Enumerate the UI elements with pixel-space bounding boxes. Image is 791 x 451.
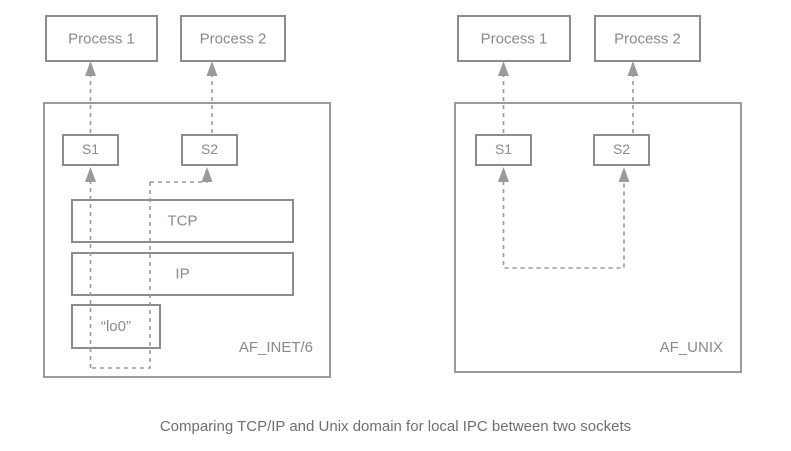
socket-box-s2: S2	[181, 134, 238, 166]
process-1-label: Process 1	[68, 30, 135, 47]
af-unix-panel-label: AF_UNIX	[660, 339, 723, 356]
layer-tcp-label: TCP	[168, 212, 198, 229]
flow-s2-to-process2	[627, 61, 639, 133]
socket-s1-rect	[62, 134, 119, 166]
arrow-up-icon	[618, 167, 630, 182]
process-box-2: Process 2	[594, 15, 701, 62]
flow-s2-to-process2	[206, 61, 218, 133]
arrow-up-icon	[498, 61, 509, 76]
socket-box-s1: S1	[62, 134, 119, 166]
layer-tcp-rect	[71, 199, 294, 243]
socket-s2-label: S2	[201, 141, 218, 157]
arrow-up-icon	[498, 167, 509, 182]
process-2-rect	[180, 15, 286, 62]
socket-s2-rect	[593, 134, 650, 166]
socket-s1-label: S1	[82, 141, 99, 157]
process-2-label: Process 2	[200, 30, 267, 47]
flow-s1-to-process1	[85, 61, 96, 133]
layer-box-lo0: “lo0”	[71, 304, 161, 349]
process-box-1: Process 1	[457, 15, 571, 62]
process-box-1: Process 1	[45, 15, 158, 62]
socket-s2-label: S2	[613, 141, 630, 157]
process-2-label: Process 2	[614, 30, 681, 47]
flow-s2-to-s1-line	[502, 181, 625, 269]
flow-loopback-bottom-line	[90, 182, 151, 369]
socket-box-s1: S1	[475, 134, 532, 166]
arrow-up-icon	[627, 61, 639, 76]
socket-s1-rect	[475, 134, 532, 166]
panel-af-unix: Process 1 Process 2 AF_UNIX S1 S2	[454, 15, 742, 373]
arrow-up-icon	[85, 167, 96, 182]
socket-s1-label: S1	[495, 141, 512, 157]
socket-box-s2: S2	[593, 134, 650, 166]
layer-lo0-label: “lo0”	[101, 318, 131, 335]
flow-s2-to-s1-direct	[498, 167, 630, 269]
process-2-rect	[594, 15, 701, 62]
arrow-up-icon	[206, 61, 218, 76]
process-box-2: Process 2	[180, 15, 286, 62]
layer-ip-rect	[71, 252, 294, 296]
socket-s2-rect	[181, 134, 238, 166]
layer-lo0-rect	[71, 304, 161, 349]
layer-ip-label: IP	[175, 265, 189, 282]
layer-box-ip: IP	[71, 252, 294, 296]
af-inet-panel-label: AF_INET/6	[239, 339, 313, 356]
process-1-rect	[45, 15, 158, 62]
process-1-rect	[457, 15, 571, 62]
process-1-label: Process 1	[481, 30, 548, 47]
figure-caption: Comparing TCP/IP and Unix domain for loc…	[160, 418, 631, 435]
arrow-up-icon	[201, 167, 213, 182]
flow-s1-to-process1	[498, 61, 509, 133]
flow-loopback-bottom	[90, 182, 151, 369]
flow-tcp-to-s2	[150, 167, 213, 183]
arrow-up-icon	[85, 61, 96, 76]
panel-af-inet: Process 1 Process 2 AF_INET/6 S1 S2 TCP …	[43, 15, 331, 378]
flow-loopback-to-s1	[85, 167, 96, 368]
layer-box-tcp: TCP	[71, 199, 294, 243]
